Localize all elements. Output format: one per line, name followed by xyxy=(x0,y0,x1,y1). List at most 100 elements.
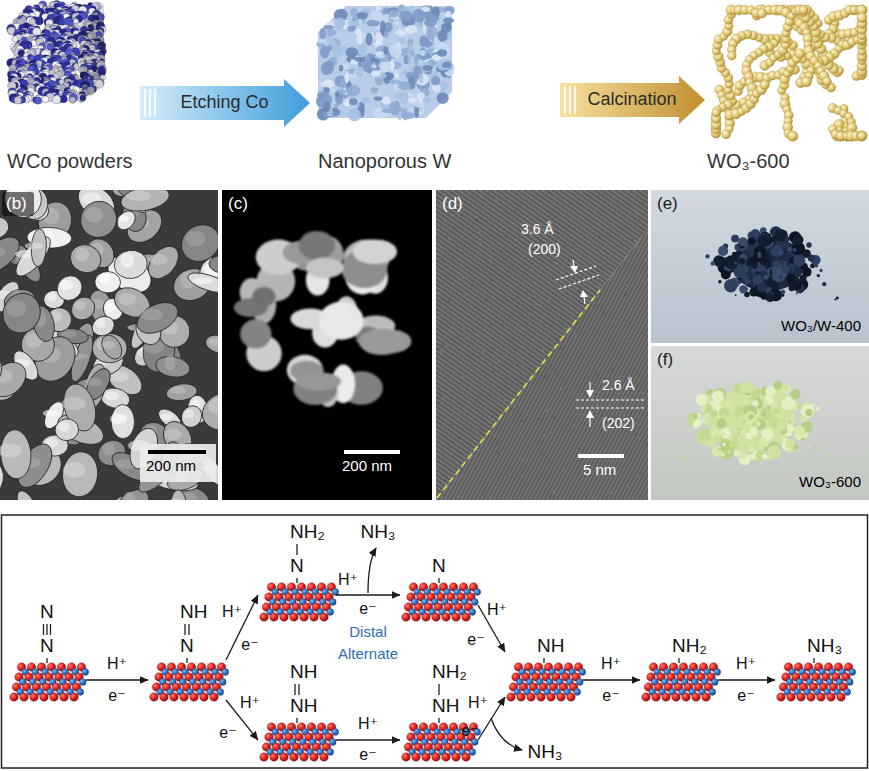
sem-highlight xyxy=(118,293,137,305)
tem-noise xyxy=(437,457,439,459)
tem-noise xyxy=(599,306,602,309)
sem-grain xyxy=(54,418,80,442)
sem-highlight xyxy=(110,413,127,424)
tem-noise xyxy=(552,490,555,493)
tem-noise xyxy=(485,299,488,302)
tem-noise xyxy=(483,493,486,496)
tem-noise xyxy=(464,235,466,237)
oxide-particle xyxy=(858,132,867,141)
sem-highlight xyxy=(103,443,115,456)
tem-noise xyxy=(564,492,566,494)
tem-noise xyxy=(486,253,487,254)
tem-noise xyxy=(476,449,479,452)
tem-noise xyxy=(461,375,464,378)
cube-atom xyxy=(60,96,67,103)
sponge-pore xyxy=(334,18,346,29)
tem-noise xyxy=(544,344,546,346)
sponge-pore xyxy=(339,65,344,72)
tem-noise xyxy=(547,352,549,354)
sem-grain xyxy=(0,190,49,225)
sem-highlight xyxy=(208,398,218,415)
tem-noise xyxy=(462,480,465,483)
tem-noise xyxy=(581,279,582,280)
tem-noise xyxy=(496,426,499,429)
oxide-particle xyxy=(727,51,736,60)
tem-noise xyxy=(446,309,449,312)
tem-noise xyxy=(436,437,438,439)
tem-noise xyxy=(636,212,639,215)
sponge-pore xyxy=(322,80,334,88)
tem-noise xyxy=(637,475,640,478)
tem-noise xyxy=(514,210,517,213)
tem-noise xyxy=(579,478,581,480)
tem-noise xyxy=(464,424,466,426)
tem-noise xyxy=(494,401,496,403)
tem-noise xyxy=(633,297,635,299)
tem-noise xyxy=(516,235,519,238)
tem-noise xyxy=(629,353,630,354)
tem-noise xyxy=(600,266,603,269)
tem-noise xyxy=(505,226,507,228)
sem-grain xyxy=(52,271,87,306)
sem-highlight xyxy=(105,303,116,312)
sponge-pore xyxy=(420,50,426,56)
scale-bar xyxy=(344,450,400,454)
tem-noise xyxy=(559,310,561,312)
tem-noise xyxy=(525,323,528,326)
stem-grain xyxy=(306,258,344,279)
tem-noise xyxy=(629,303,631,305)
cube-atom xyxy=(14,97,21,104)
sponge-pore xyxy=(437,49,447,57)
sem-grain xyxy=(0,357,7,394)
tem-noise xyxy=(613,396,615,398)
tem-noise xyxy=(489,267,491,269)
cube-atom xyxy=(36,17,43,24)
tem-noise xyxy=(496,415,498,417)
tem-noise xyxy=(570,269,572,271)
tem-noise xyxy=(517,363,520,366)
tem-noise xyxy=(618,405,619,406)
tem-noise xyxy=(615,490,617,492)
tem-noise xyxy=(521,203,523,205)
tem-noise xyxy=(598,418,600,420)
tem-noise xyxy=(475,219,478,222)
tem-noise xyxy=(592,335,593,336)
sponge-pore xyxy=(395,21,400,26)
tem-noise xyxy=(543,314,545,316)
stem-grain xyxy=(319,302,364,340)
tem-noise xyxy=(541,349,544,352)
lattice-region xyxy=(436,229,648,500)
tem-noise xyxy=(577,390,580,393)
tem-noise xyxy=(553,308,555,310)
tem-noise xyxy=(628,316,630,318)
sponge-pore xyxy=(319,28,326,40)
stem-grains xyxy=(234,231,412,407)
sem-grain xyxy=(111,404,135,439)
tem-noise xyxy=(551,496,554,499)
tem-noise xyxy=(622,473,624,475)
sponge-pore xyxy=(399,11,413,22)
tem-noise xyxy=(491,285,494,288)
tem-noise xyxy=(525,412,526,413)
tem-noise xyxy=(590,364,593,367)
sem-grain xyxy=(204,332,218,356)
tem-noise xyxy=(608,347,610,349)
tem-noise xyxy=(544,435,546,437)
tem-noise xyxy=(461,277,464,280)
sem-highlight xyxy=(120,253,134,268)
tem-noise xyxy=(494,486,496,488)
tem-noise xyxy=(509,466,512,469)
tem-noise xyxy=(623,261,624,262)
sponge-pore xyxy=(395,31,407,35)
sem-highlight xyxy=(141,309,163,321)
tem-noise xyxy=(463,229,466,232)
sponge-pore xyxy=(355,57,366,62)
tem-noise xyxy=(619,400,621,402)
tem-noise xyxy=(477,422,479,424)
wco-cube xyxy=(7,1,107,105)
tem-noise xyxy=(565,291,566,292)
tem-noise xyxy=(451,452,453,454)
tem-noise xyxy=(606,484,607,485)
tem-noise xyxy=(571,314,574,317)
